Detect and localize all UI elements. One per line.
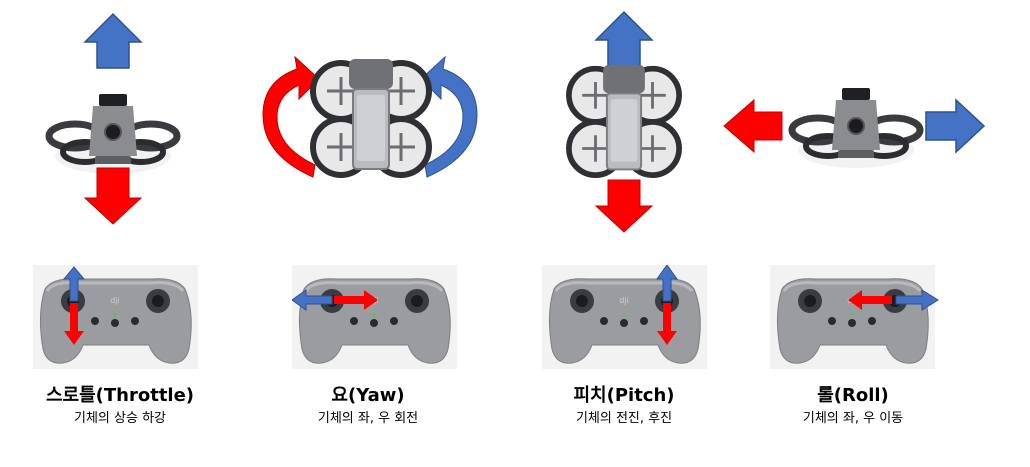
- stick-up-arrow-icon: [656, 265, 678, 302]
- pitch-caption: 피치(Pitch) 기체의 전진, 후진: [504, 385, 744, 428]
- backward-arrow-icon: [594, 179, 654, 233]
- pitch-drone-graphic: [560, 10, 690, 233]
- controller-icon: [770, 265, 937, 369]
- stick-down-arrow-icon: [64, 303, 84, 345]
- rotate-right-arrow-icon: [420, 55, 478, 178]
- stick-left-arrow-icon: [292, 289, 333, 311]
- roll-controller-graphic: [770, 265, 939, 369]
- throttle-caption: 스로틀(Throttle) 기체의 상승 하강: [0, 385, 240, 428]
- stick-left-arrow-icon: [848, 290, 892, 310]
- drone-icon: [49, 94, 177, 174]
- throttle-controller-graphic: [33, 265, 198, 369]
- stick-right-arrow-icon: [895, 289, 939, 311]
- pitch-title: 피치(Pitch): [573, 385, 675, 406]
- roll-drone-graphic: [723, 70, 986, 180]
- roll-title: 롤(Roll): [817, 385, 889, 406]
- rotate-left-arrow-icon: [262, 55, 320, 178]
- stick-right-arrow-icon: [334, 290, 378, 310]
- left-arrow-icon: [723, 98, 783, 154]
- throttle-drone-graphic: [45, 12, 195, 225]
- drone-top-icon: [313, 59, 429, 175]
- pitch-controller-graphic: [542, 265, 707, 369]
- forward-arrow-icon: [594, 10, 654, 67]
- up-arrow-icon: [83, 12, 143, 69]
- roll-subtitle: 기체의 좌, 우 이동: [802, 411, 904, 426]
- drone-icon: [792, 88, 920, 168]
- yaw-caption: 요(Yaw) 기체의 좌, 우 회전: [248, 385, 488, 428]
- throttle-title: 스로틀(Throttle): [45, 385, 195, 406]
- yaw-subtitle: 기체의 좌, 우 회전: [317, 411, 419, 426]
- right-arrow-icon: [925, 98, 986, 154]
- stick-down-arrow-icon: [657, 303, 677, 345]
- yaw-drone-graphic: [262, 55, 478, 185]
- controller-icon: [292, 265, 457, 369]
- drone-top-icon: [569, 65, 679, 175]
- down-arrow-icon: [83, 167, 143, 225]
- controller-icon: [33, 265, 198, 369]
- yaw-controller-graphic: [292, 265, 457, 369]
- yaw-title: 요(Yaw): [331, 385, 405, 406]
- stick-up-arrow-icon: [62, 266, 86, 302]
- controller-icon: [542, 265, 707, 369]
- throttle-subtitle: 기체의 상승 하강: [74, 411, 166, 426]
- pitch-subtitle: 기체의 전진, 후진: [575, 411, 673, 426]
- roll-caption: 롤(Roll) 기체의 좌, 우 이동: [733, 385, 973, 428]
